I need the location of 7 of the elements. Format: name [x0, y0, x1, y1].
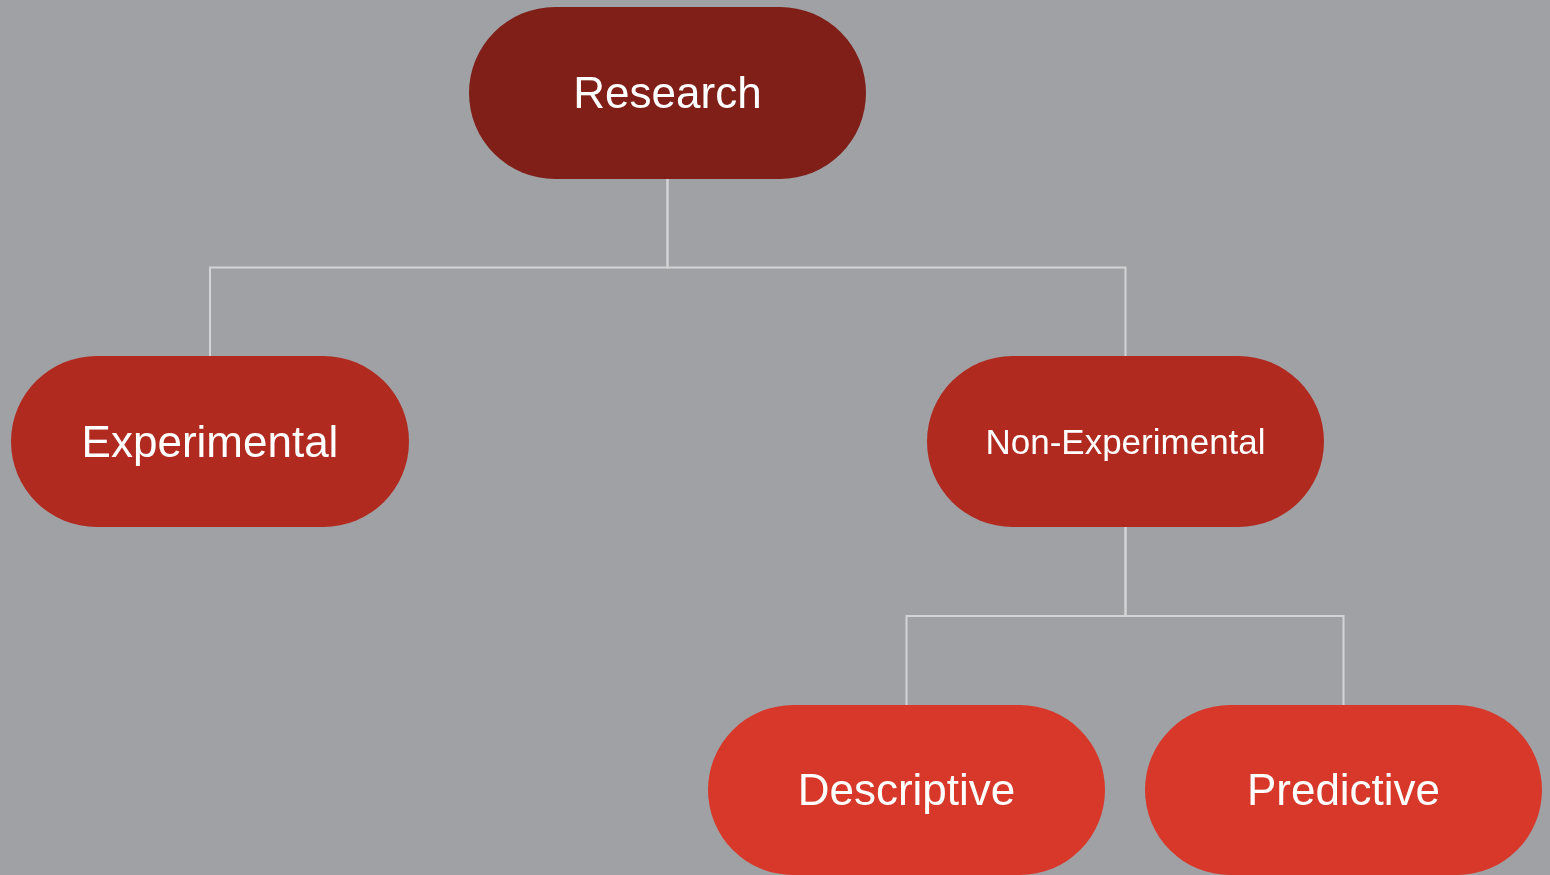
connector-line — [666, 178, 1127, 357]
node-label: Research — [573, 68, 762, 118]
node-label: Experimental — [81, 416, 339, 467]
node-label: Predictive — [1246, 765, 1441, 815]
connector-line — [1124, 526, 1345, 706]
node-label: Non-Experimental — [985, 421, 1266, 462]
node-label: Descriptive — [797, 765, 1016, 815]
